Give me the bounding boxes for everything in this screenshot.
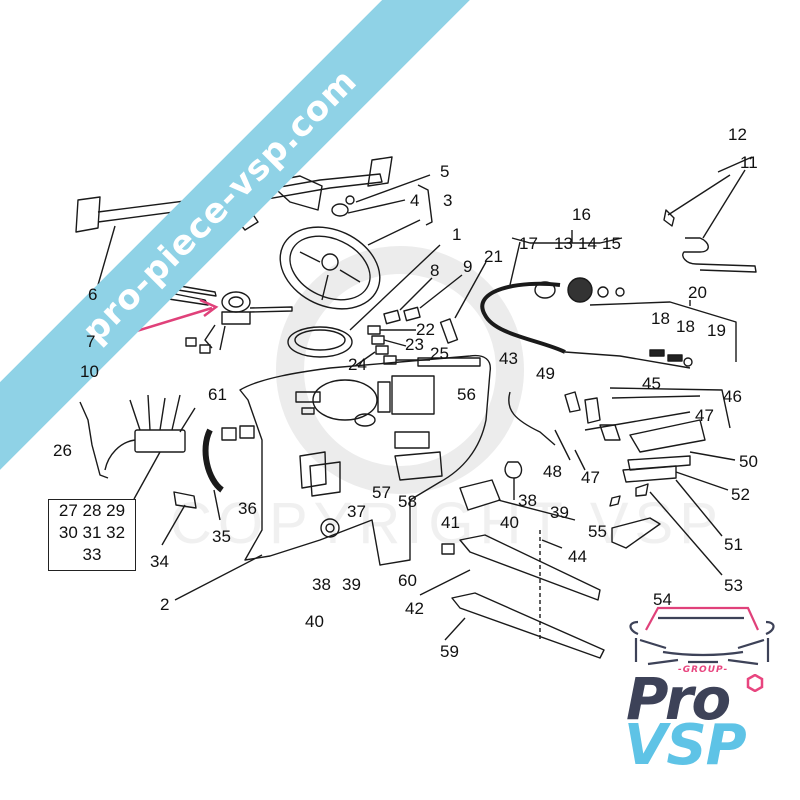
callout-55: 55 xyxy=(588,522,607,541)
callout-41: 41 xyxy=(441,513,460,532)
callout-52: 52 xyxy=(731,485,750,504)
logo-group-text: -GROUP- xyxy=(678,665,729,675)
callout-48: 48 xyxy=(543,462,562,481)
callout-46: 46 xyxy=(723,387,742,406)
callout-8: 8 xyxy=(430,261,440,280)
callout-50: 50 xyxy=(739,452,758,471)
callout-2: 2 xyxy=(160,595,170,614)
callout-21: 21 xyxy=(484,247,503,266)
callout-47: 47 xyxy=(695,406,714,425)
callout-5: 5 xyxy=(440,162,450,181)
callout-18: 18 xyxy=(676,317,695,336)
callout-6: 6 xyxy=(88,285,98,304)
car-outline-icon xyxy=(629,606,775,666)
callout-37: 37 xyxy=(347,502,366,521)
callout-13: 13 xyxy=(554,234,573,253)
callout-20: 20 xyxy=(688,283,707,302)
callout-3: 3 xyxy=(443,191,453,210)
callout-15: 15 xyxy=(602,234,621,253)
callout-16: 16 xyxy=(572,205,591,224)
callout-12: 12 xyxy=(728,125,747,144)
callout-14: 14 xyxy=(578,234,597,253)
callout-34: 34 xyxy=(150,552,169,571)
callout-17: 17 xyxy=(519,234,538,253)
trays xyxy=(419,479,605,659)
callout-54: 54 xyxy=(653,590,672,609)
callout-18: 18 xyxy=(651,309,670,328)
callout-22: 22 xyxy=(416,320,435,339)
logo-pro-text: Pro xyxy=(626,665,731,733)
callout-60: 60 xyxy=(398,571,417,590)
callout-43: 43 xyxy=(499,349,518,368)
callout-19: 19 xyxy=(707,321,726,340)
steering-wheel xyxy=(279,174,433,310)
cable-assembly xyxy=(480,230,737,369)
grouped-row: 33 xyxy=(82,545,102,564)
callout-40: 40 xyxy=(305,612,324,631)
callout-39: 39 xyxy=(550,503,569,522)
callout-11: 11 xyxy=(740,153,758,172)
callout-35: 35 xyxy=(212,527,231,546)
callout-25: 25 xyxy=(430,344,449,363)
callout-61: 61 xyxy=(208,385,227,404)
callout-1: 1 xyxy=(452,225,462,244)
grouped-parts-box: 27 28 29 30 31 32 33 xyxy=(48,499,136,571)
wiper-arm xyxy=(663,156,757,273)
callout-58: 58 xyxy=(398,492,417,511)
callout-38: 38 xyxy=(518,491,537,510)
callout-40: 40 xyxy=(500,513,519,532)
callout-39: 39 xyxy=(342,575,361,594)
callout-36: 36 xyxy=(238,499,257,518)
connector-assembly xyxy=(79,394,255,546)
callout-23: 23 xyxy=(405,335,424,354)
callout-26: 26 xyxy=(53,441,72,460)
callout-47: 47 xyxy=(581,468,600,487)
dashboard-panel xyxy=(174,354,492,601)
callout-10: 10 xyxy=(80,362,99,381)
callout-9: 9 xyxy=(463,257,473,276)
callout-53: 53 xyxy=(724,576,743,595)
dash-switches xyxy=(354,261,487,367)
grouped-row: 30 31 32 xyxy=(58,523,126,542)
callout-49: 49 xyxy=(536,364,555,383)
callout-4: 4 xyxy=(410,191,420,210)
instrument-cluster xyxy=(287,244,441,358)
callout-42: 42 xyxy=(405,599,424,618)
callout-45: 45 xyxy=(642,374,661,393)
callout-24: 24 xyxy=(348,355,367,374)
callout-38: 38 xyxy=(312,575,331,594)
grouped-row: 27 28 29 xyxy=(58,501,126,520)
callout-56: 56 xyxy=(457,385,476,404)
callout-7: 7 xyxy=(86,332,96,351)
callout-57: 57 xyxy=(372,483,391,502)
callout-44: 44 xyxy=(568,547,587,566)
right-brackets xyxy=(497,387,736,576)
callout-51: 51 xyxy=(724,535,743,554)
hex-nut-icon xyxy=(746,674,764,692)
logo-vsp-text: VSP xyxy=(624,713,747,778)
callout-59: 59 xyxy=(440,642,459,661)
brand-logo: -GROUP- Pro VSP xyxy=(618,590,788,780)
